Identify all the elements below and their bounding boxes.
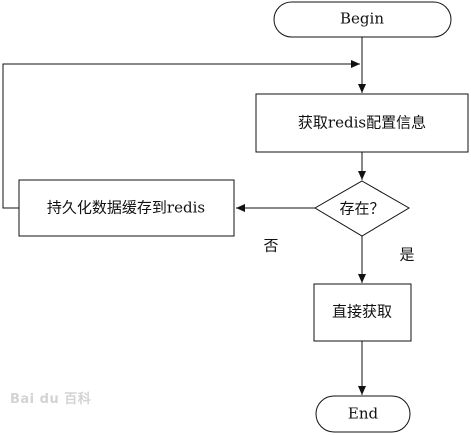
no-branch-label: 否 [263,236,279,255]
yes-branch-label: 是 [399,245,415,264]
persist-box [18,179,235,237]
direct-get-label: 直接获取 [331,302,393,321]
get-config-box [255,93,469,153]
end-label: End [347,404,379,423]
start-label: Begin [340,9,384,28]
end-terminator [315,395,411,433]
connector-persist-loop-back [2,60,360,209]
persist-label: 持久化数据缓存到redis [46,198,206,217]
get-config-label: 获取redis配置信息 [297,113,427,132]
exists-label: 存在？ [339,199,385,218]
baidu-watermark: Bai du 百科 [10,392,92,407]
